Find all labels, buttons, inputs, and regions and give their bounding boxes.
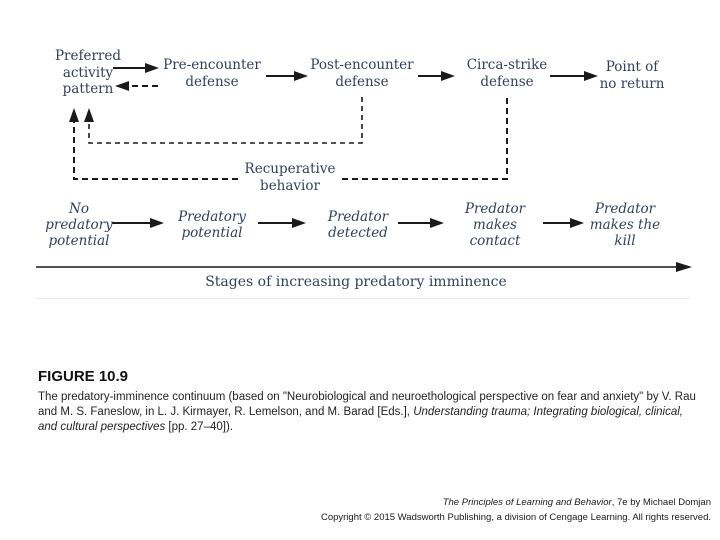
stage-label-post-encounter-defense: Post-encounter defense bbox=[310, 57, 414, 90]
feedback-loop-post-encounter bbox=[84, 97, 363, 144]
footer-book-line: The Principles of Learning and Behavior,… bbox=[321, 495, 711, 510]
figure-caption: FIGURE 10.9 The predatory-imminence cont… bbox=[38, 368, 700, 435]
state-label-predatory-potential: Predatory potential bbox=[178, 209, 246, 241]
dashed-return-arrow bbox=[115, 81, 158, 91]
flow-arrows-bottom bbox=[112, 218, 584, 228]
figure-caption-text: The predatory-imminence continuum (based… bbox=[38, 390, 700, 435]
caption-text-pages: [pp. 27–40]). bbox=[165, 421, 233, 433]
copyright-footer: The Principles of Learning and Behavior,… bbox=[321, 495, 711, 525]
label-recuperative-behavior: Recuperative behavior bbox=[238, 161, 342, 194]
figure-panel-edge bbox=[35, 298, 690, 299]
caption-text-regular: The predatory-imminence continuum (based… bbox=[38, 391, 696, 418]
state-label-no-predatory-potential: No predatory potential bbox=[45, 201, 113, 249]
state-label-predator-makes-kill: Predator makes the kill bbox=[589, 201, 661, 249]
footer-book-suffix: , 7e by Michael Domjan bbox=[611, 497, 711, 508]
imminence-axis-label: Stages of increasing predatory imminence bbox=[205, 274, 507, 290]
flow-arrows-top bbox=[113, 63, 598, 81]
figure-number: FIGURE 10.9 bbox=[38, 368, 129, 385]
imminence-axis-arrow bbox=[36, 262, 692, 272]
caption-book-title: Understanding trauma; Integrating biolog… bbox=[38, 406, 683, 433]
diagram-lines bbox=[36, 63, 692, 272]
stage-label-pre-encounter-defense: Pre-encounter defense bbox=[163, 57, 261, 90]
stage-label-circa-strike-defense: Circa-strike defense bbox=[466, 57, 548, 90]
predatory-imminence-diagram: Preferred activity pattern Pre-encounter… bbox=[36, 48, 692, 290]
footer-book-title: The Principles of Learning and Behavior bbox=[442, 497, 612, 508]
stage-label-point-of-no-return: Point of no return bbox=[599, 59, 665, 92]
state-label-predator-makes-contact: Predator makes contact bbox=[464, 201, 526, 249]
footer-copyright-line: Copyright © 2015 Wadsworth Publishing, a… bbox=[320, 512, 711, 523]
feedback-loop-circa-strike bbox=[69, 98, 508, 180]
stage-label-preferred-activity: Preferred activity pattern bbox=[54, 48, 122, 97]
state-label-predator-detected: Predator detected bbox=[327, 209, 389, 241]
